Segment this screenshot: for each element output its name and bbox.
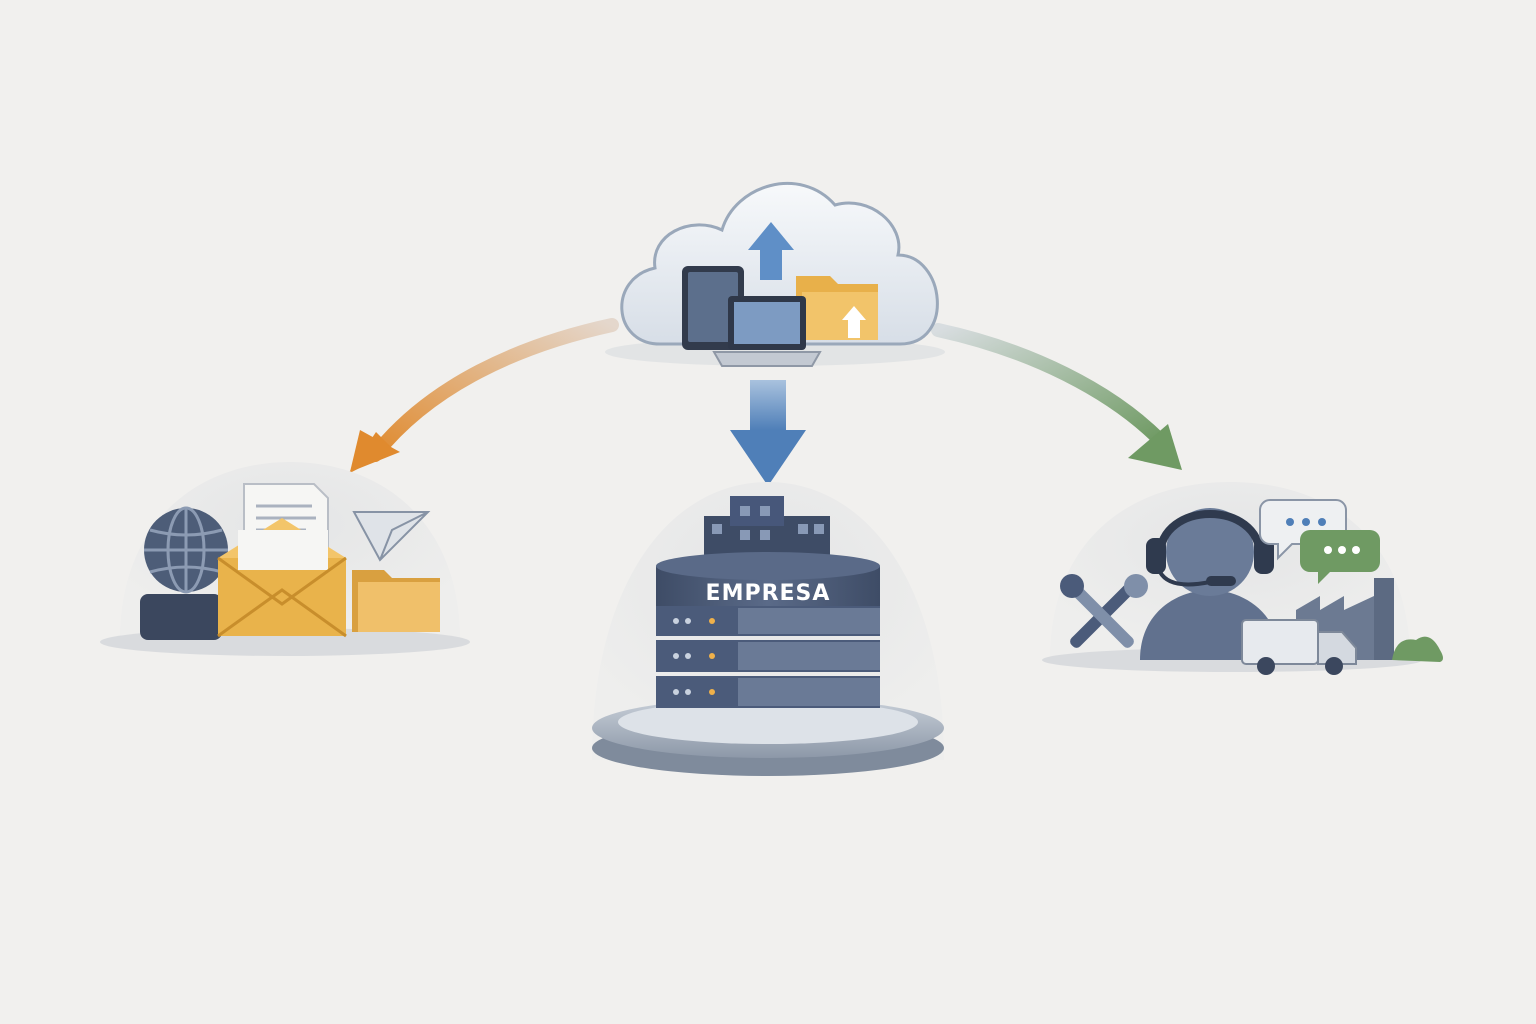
server-stack-icon [656,552,880,708]
delivery-truck-icon [1241,619,1357,675]
device-block-icon [140,594,222,640]
arrow-to-support [931,323,1182,470]
wrench-icon [1060,574,1148,648]
arrow-to-communication [348,318,619,474]
globe-icon [144,506,228,594]
folder-icon [352,570,440,632]
upload-arrow-icon [748,222,794,280]
bush-icon [1392,636,1443,662]
company-node: EMPRESA [592,482,944,776]
cloud-node [605,181,945,367]
communication-node [100,462,470,656]
folder-icon [796,276,878,340]
chat-bubble-icon [1300,530,1380,584]
arrow-to-company [730,380,806,486]
paper-plane-icon [352,511,431,562]
laptop-icon [712,296,822,367]
company-label: EMPRESA [706,581,831,606]
support-node [1042,482,1443,675]
envelope-icon [217,518,347,638]
